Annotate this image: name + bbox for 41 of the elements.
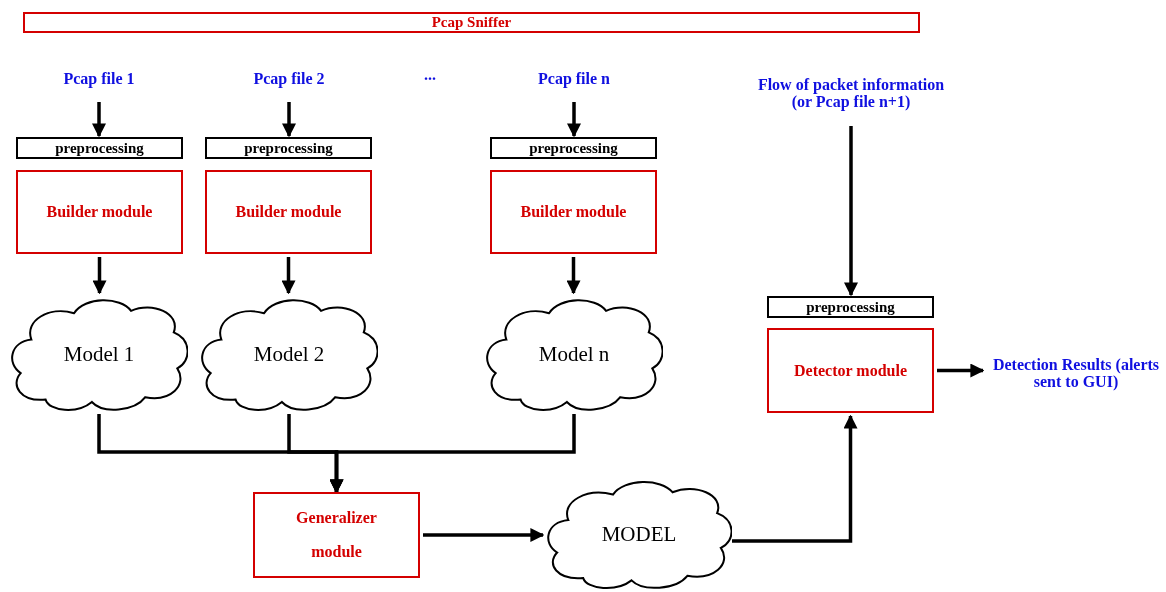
arrow bbox=[282, 102, 296, 138]
ellipsis-label: ... bbox=[424, 66, 436, 84]
arrow bbox=[844, 126, 858, 297]
component-box bbox=[23, 12, 920, 33]
node-label: preprocessing bbox=[529, 139, 618, 157]
node-label: Detector module bbox=[794, 360, 907, 381]
arrow bbox=[92, 102, 106, 138]
preprocessing-box bbox=[16, 137, 183, 159]
module-box bbox=[490, 170, 657, 254]
module-box bbox=[205, 170, 372, 254]
module-box bbox=[767, 328, 934, 413]
input-label: Detection Results (alerts sent to GUI) bbox=[991, 356, 1161, 390]
node-label: MODEL bbox=[601, 521, 677, 547]
arrow bbox=[329, 414, 576, 494]
arrow bbox=[92, 257, 107, 295]
arrow bbox=[566, 257, 581, 295]
input-label: Flow of packet information (or Pcap file n+1) bbox=[756, 76, 946, 110]
node-label: Builder module bbox=[520, 202, 627, 222]
arrow bbox=[732, 414, 858, 543]
arrow bbox=[937, 363, 985, 378]
input-label: Pcap file n bbox=[538, 69, 610, 87]
input-label: Pcap file 1 bbox=[63, 69, 135, 87]
node-label: Model 1 bbox=[63, 341, 135, 367]
preprocessing-box bbox=[490, 137, 657, 159]
node-label: Generalizer module bbox=[295, 508, 378, 562]
preprocessing-box bbox=[767, 296, 934, 318]
arrow bbox=[423, 528, 545, 542]
module-box bbox=[16, 170, 183, 254]
node-label: Builder module bbox=[235, 202, 342, 222]
arrow bbox=[567, 102, 581, 138]
node-label: Builder module bbox=[46, 202, 153, 222]
node-label: preprocessing bbox=[55, 139, 144, 157]
arrow bbox=[281, 257, 296, 295]
preprocessing-box bbox=[205, 137, 372, 159]
node-label: preprocessing bbox=[244, 139, 333, 157]
node-label: Pcap Sniffer bbox=[431, 14, 512, 31]
node-label: Model 2 bbox=[253, 341, 325, 367]
node-label: Model n bbox=[538, 341, 610, 367]
input-label: Pcap file 2 bbox=[253, 69, 325, 87]
node-label: preprocessing bbox=[806, 298, 895, 316]
module-box bbox=[253, 492, 420, 578]
